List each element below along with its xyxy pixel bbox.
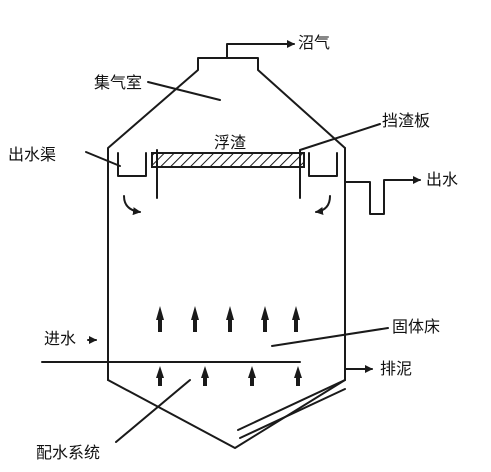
upflow-arrow-icon: [261, 306, 269, 332]
biogas-pipe: [226, 40, 295, 59]
left-turn-arrow: [123, 195, 141, 216]
distribution-arrow-icon: [248, 366, 256, 386]
upflow-arrow-icon: [156, 306, 164, 332]
sludge-pipe: [237, 379, 346, 431]
scum-layer: [151, 152, 305, 168]
label-outlet-channel: 出水渠: [8, 145, 57, 164]
effluent-pipe: [344, 176, 421, 215]
leader-solid-bed: [271, 327, 389, 347]
leader-outlet: [85, 151, 121, 167]
label-solid-bed: 固体床: [392, 317, 441, 336]
distribution-arrow-icon: [201, 366, 209, 386]
label-biogas: 沼气: [298, 33, 331, 52]
conical-bottom: [107, 379, 346, 449]
label-sludge-discharge: 排泥: [380, 359, 413, 378]
label-gas-chamber: 集气室: [94, 73, 143, 92]
label-baffle: 挡渣板: [382, 111, 431, 130]
leader-biogas: [147, 81, 221, 101]
upflow-arrow-icon: [292, 306, 300, 332]
distribution-arrows: [156, 366, 302, 386]
label-effluent: 出水: [426, 170, 459, 189]
distribution-arrow-icon: [156, 366, 164, 386]
leader-baffle: [299, 123, 381, 151]
label-distribution-system: 配水系统: [36, 443, 101, 462]
distribution-arrow-icon: [294, 366, 302, 386]
upflow-arrow-icon: [191, 306, 199, 332]
right-turn-arrow: [315, 195, 331, 215]
leader-distribution: [115, 379, 191, 443]
label-scum: 浮渣: [214, 133, 247, 152]
label-influent: 进水: [44, 329, 77, 348]
upflow-arrow-icon: [226, 306, 234, 332]
right-outlet-trough: [308, 152, 338, 177]
upflow-arrows: [156, 306, 300, 332]
sludge-pipe-inner: [239, 388, 346, 439]
left-outlet-trough: [117, 152, 147, 177]
